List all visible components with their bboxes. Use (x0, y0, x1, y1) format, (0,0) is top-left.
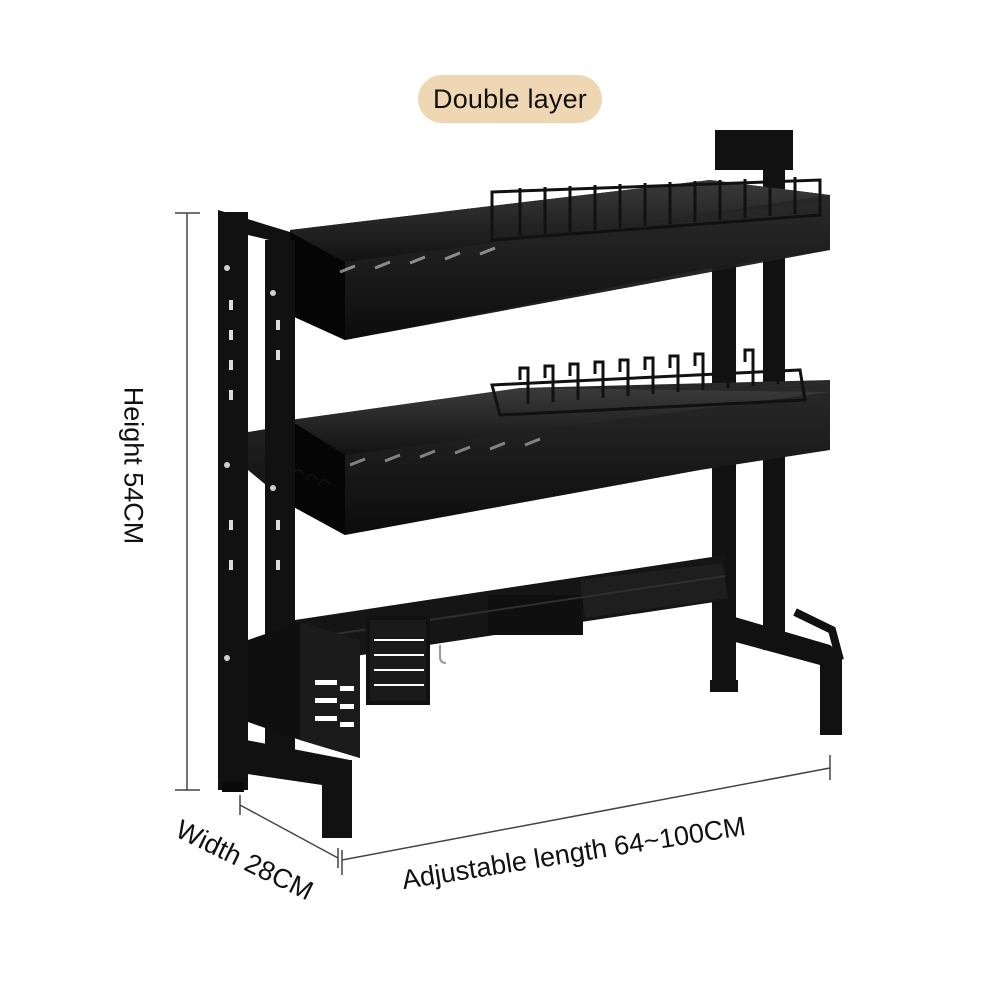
length-dimension-line (341, 755, 831, 875)
front-left-foot (220, 735, 352, 838)
post-screws (224, 265, 276, 661)
back-right-foot (728, 608, 844, 735)
width-dimension-line (239, 795, 339, 868)
post-holes (229, 300, 280, 570)
knife-holder (248, 622, 360, 758)
hook (439, 645, 447, 664)
height-dimension-line (175, 212, 200, 791)
layer-badge: Double layer (418, 75, 602, 123)
utensil-holder (366, 616, 430, 705)
middle-tray (248, 346, 830, 535)
top-tray (290, 177, 830, 340)
height-label: Height 54CM (118, 386, 149, 545)
